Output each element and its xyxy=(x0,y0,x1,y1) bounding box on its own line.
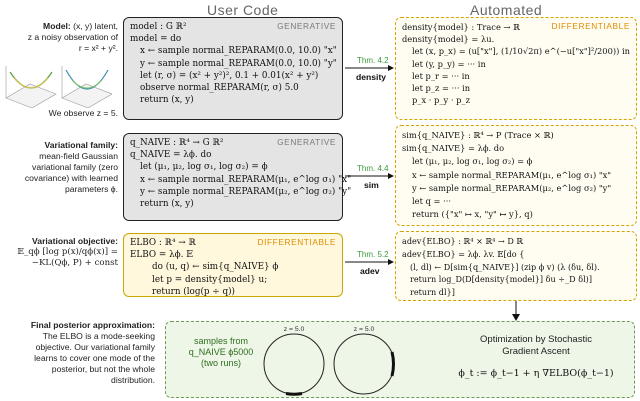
model-observation: We observe z = 5. xyxy=(48,108,118,118)
differentiable-tag: DIFFERENTIABLE xyxy=(551,21,630,31)
adev-code-box: adev{ELBO} : ℝ⁴ × ℝ⁴ → D ℝ adev{ELBO} = … xyxy=(395,231,637,301)
automated-header: Automated xyxy=(470,2,543,18)
z-label-run2: z = 5.0 xyxy=(353,326,375,333)
density-code: density{model} : Trace → ℝ density{model… xyxy=(402,22,630,106)
sim-code-box: sim{q_NAIVE} : ℝ⁴ → P (Trace × ℝ) sim{q_… xyxy=(395,125,637,226)
user-code-header: User Code xyxy=(207,2,279,18)
posterior-sample-plots xyxy=(263,333,395,396)
generative-tag: GENERATIVE xyxy=(277,21,336,31)
sim-code: sim{q_NAIVE} : ℝ⁴ → P (Trace × ℝ) sim{q_… xyxy=(402,130,612,220)
variational-objective-description: Variational objective: 𝔼_qϕ [log p(x)/qϕ… xyxy=(17,236,118,268)
model-code: model : G ℝ² model = do x ← sample norma… xyxy=(130,22,337,106)
thm-4-4-label: Thm. 4.4 xyxy=(357,164,389,173)
model-code-box: GENERATIVE model : G ℝ² model = do x ← s… xyxy=(123,17,343,120)
density-transform-label: density xyxy=(356,72,387,82)
surface-plot-thumbnails xyxy=(5,66,112,108)
elbo-code: ELBO : ℝ⁴ → ℝ ELBO = λϕ. 𝔼 do (u, q) ← s… xyxy=(130,238,279,297)
differentiable-tag: DIFFERENTIABLE xyxy=(257,237,336,247)
variational-family-code-box: GENERATIVE q_NAIVE : ℝ⁴ → G ℝ² q_NAIVE =… xyxy=(123,133,351,221)
thm-5-2-label: Thm. 5.2 xyxy=(357,250,389,259)
variational-family-description: Variational family: mean-field Gaussian … xyxy=(24,140,118,194)
thm-4-2-label: Thm. 4.2 xyxy=(357,56,389,65)
adev-code: adev{ELBO} : ℝ⁴ × ℝ⁴ → D ℝ adev{ELBO} = … xyxy=(402,236,600,298)
gradient-ascent-equation: ϕ_t := ϕ_t−1 + η ∇ELBO(ϕ_t−1) xyxy=(458,368,614,379)
sample-cluster-run2 xyxy=(390,351,395,377)
samples-label: samples from q_NAIVE ϕ5000 (two runs) xyxy=(188,336,254,368)
sim-transform-label: sim xyxy=(364,180,379,190)
model-description: Model: (x, y) latent, z a noisy observat… xyxy=(27,21,118,53)
adev-to-optimization-arrow xyxy=(512,301,520,321)
adev-transform-label: adev xyxy=(360,266,380,276)
elbo-code-box: DIFFERENTIABLE ELBO : ℝ⁴ → ℝ ELBO = λϕ. … xyxy=(123,233,343,297)
sample-cluster-run1 xyxy=(285,392,303,396)
generative-tag: GENERATIVE xyxy=(277,137,336,147)
transform-arrows xyxy=(345,65,394,265)
posterior-description: Final posterior approximation: The ELBO … xyxy=(30,320,155,385)
qnaive-code: q_NAIVE : ℝ⁴ → G ℝ² q_NAIVE = λϕ. do let… xyxy=(130,138,352,210)
optimization-title: Optimization by Stochastic Gradient Asce… xyxy=(480,334,592,357)
posterior-result-box: samples from q_NAIVE ϕ5000 (two runs) z … xyxy=(165,321,635,398)
density-code-box: DIFFERENTIABLE density{model} : Trace → … xyxy=(395,17,637,120)
z-label-run1: z = 5.0 xyxy=(283,326,305,333)
posterior-ring-run2 xyxy=(333,333,395,395)
posterior-ring-run1 xyxy=(263,333,325,395)
